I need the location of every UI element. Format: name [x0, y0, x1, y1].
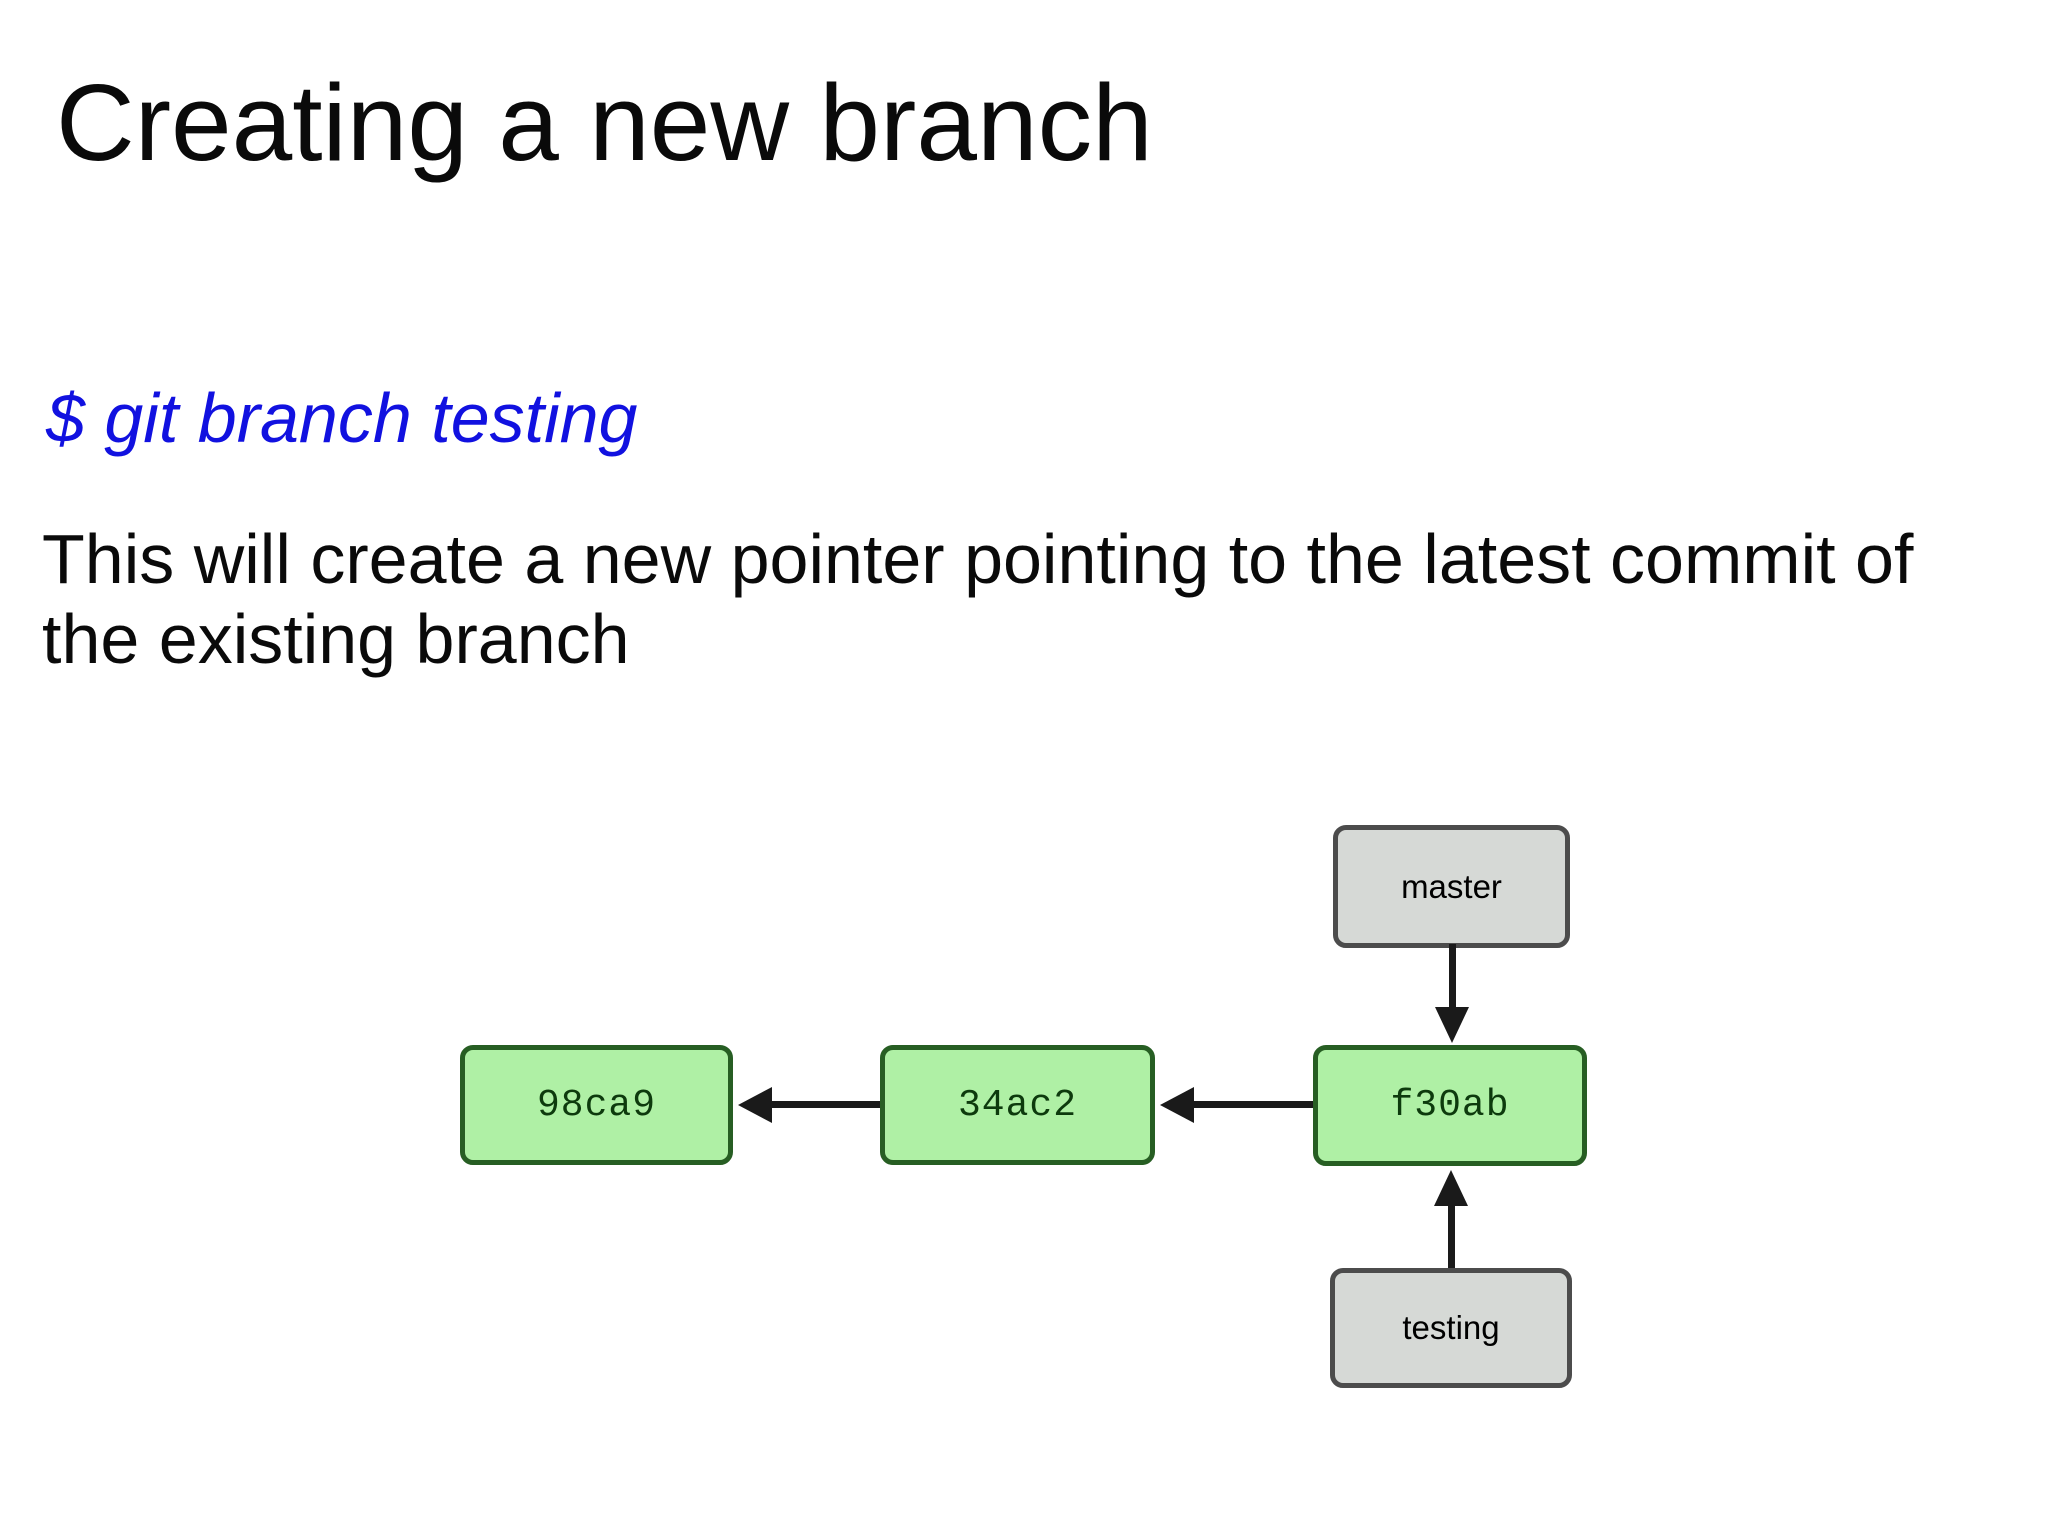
commit-node-34ac2: 34ac2 [880, 1045, 1155, 1165]
commit-label: 98ca9 [536, 1083, 657, 1127]
branch-node-master: master [1333, 825, 1570, 948]
branch-label: master [1401, 867, 1502, 905]
arrowhead-left-icon [738, 1087, 772, 1123]
arrow-shaft [1449, 944, 1456, 1010]
commit-label: 34ac2 [957, 1083, 1078, 1127]
arrowhead-left-icon [1160, 1087, 1194, 1123]
arrow-shaft [770, 1101, 880, 1108]
arrow-shaft [1192, 1101, 1313, 1108]
arrow-shaft [1448, 1204, 1455, 1268]
body-text-line-2: the existing branch [42, 599, 630, 678]
branch-label: testing [1402, 1309, 1500, 1346]
arrowhead-up-icon [1434, 1170, 1468, 1206]
arrowhead-down-icon [1435, 1007, 1469, 1043]
body-text-line-1: This will create a new pointer pointing … [42, 520, 1914, 598]
commit-label: f30ab [1390, 1084, 1510, 1127]
slide-title: Creating a new branch [56, 62, 1153, 184]
commit-node-98ca9: 98ca9 [460, 1045, 733, 1165]
commit-node-f30ab: f30ab [1313, 1045, 1587, 1166]
git-command-text: $ git branch testing [46, 379, 638, 457]
body-text: This will create a new pointer pointing … [42, 520, 1913, 680]
branch-node-testing: testing [1330, 1268, 1572, 1388]
